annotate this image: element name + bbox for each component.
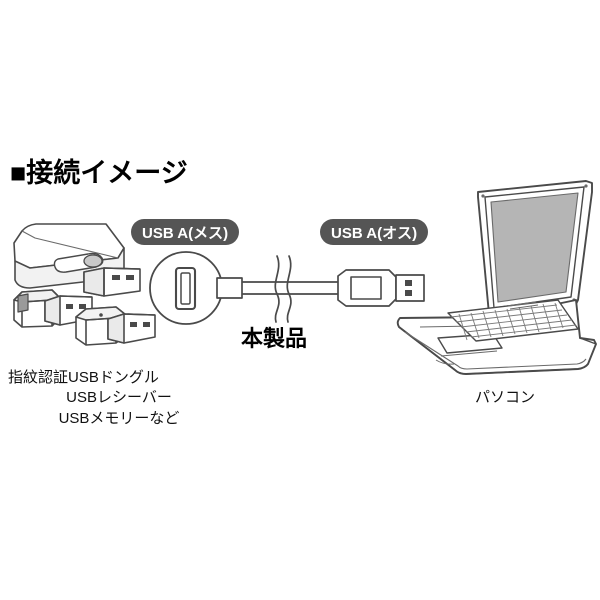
laptop-illustration	[396, 180, 597, 375]
device-caption-line-1: 指紋認証USBドングル	[8, 369, 159, 386]
device-caption: 指紋認証USBドングル USBレシーバー USBメモリーなど	[4, 368, 234, 429]
device-caption-line-2: USBレシーバー	[66, 389, 172, 407]
cable-break-symbol	[274, 255, 292, 323]
badge-usb-a-female: USB A(メス)	[131, 219, 240, 245]
badge-usb-a-male: USB A(オス)	[320, 219, 429, 245]
page-title: ■接続イメージ	[10, 158, 188, 188]
extension-cable	[216, 277, 338, 299]
device-caption-line-3: USBメモリーなど	[58, 409, 180, 427]
computer-label: パソコン	[474, 389, 535, 406]
usb-a-male-plug	[337, 269, 425, 307]
usb-receiver-small-1	[13, 289, 93, 328]
usb-a-female-port	[149, 251, 223, 325]
usb-dongle-illustration	[13, 223, 141, 297]
usb-receiver-small-2	[75, 306, 156, 346]
product-label: 本製品	[241, 326, 308, 351]
